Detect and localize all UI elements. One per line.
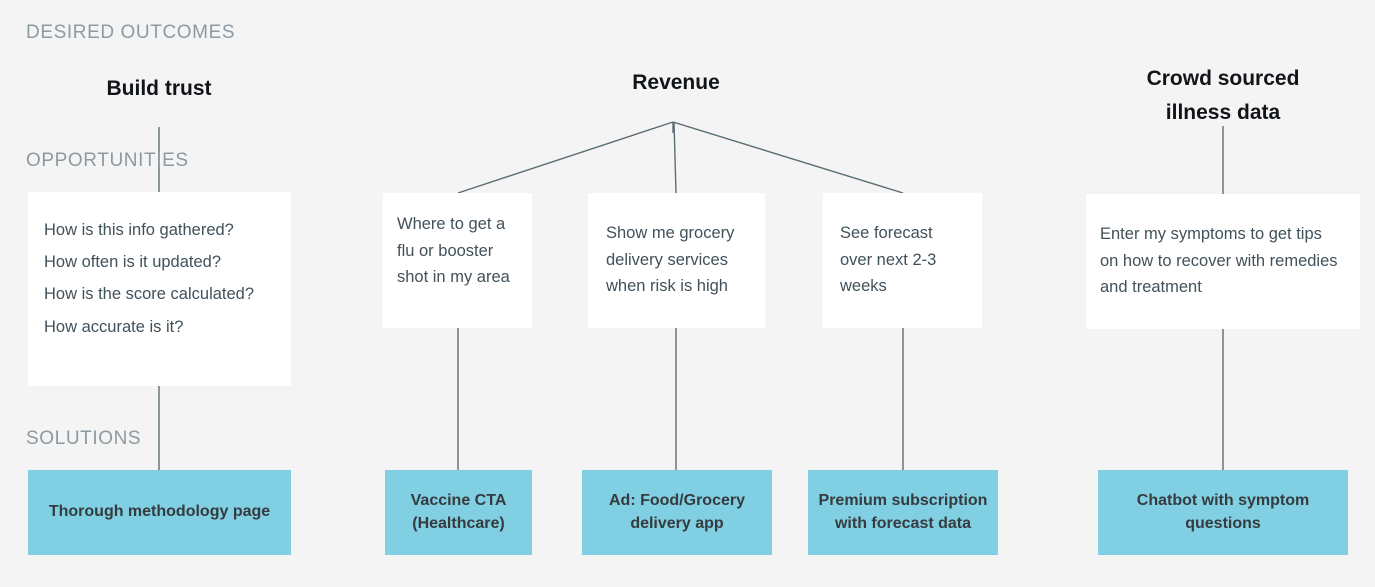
section-label-desired-outcomes: DESIRED OUTCOMES: [26, 22, 236, 43]
opportunity-question: How is this info gathered?: [44, 221, 234, 239]
outcome-title-revenue: Revenue: [632, 71, 720, 94]
outcome-title-crowd-sourced-illness-data: Crowd sourced illness data: [1146, 67, 1300, 124]
solution-box-methodology-page[interactable]: Thorough methodology page: [28, 470, 291, 555]
opportunity-card-forecast[interactable]: See forecast over next 2-3 weeks: [823, 193, 982, 328]
opportunity-card-vaccine-location[interactable]: Where to get a flu or booster shot in my…: [383, 193, 532, 328]
opportunity-question: How often is it updated?: [44, 253, 222, 272]
section-label-solutions: SOLUTIONS: [26, 428, 142, 449]
opportunity-card-build-trust[interactable]: How is this info gathered? How often is …: [28, 192, 291, 386]
connector-revenue-to-grocery: [673, 121, 677, 194]
opportunity-card-grocery-delivery[interactable]: Show me grocery delivery services when r…: [588, 193, 765, 328]
outcome-title-build-trust: Build trust: [106, 77, 212, 100]
connector-revenue-to-forecast: [672, 121, 904, 194]
opportunity-card-symptoms[interactable]: Enter my symptoms to get tips on how to …: [1086, 194, 1360, 329]
opportunity-question: How is the score calculated?: [44, 285, 255, 304]
solution-box-chatbot[interactable]: Chatbot with symptom questions: [1098, 470, 1348, 555]
connector-revenue-to-vaccine: [457, 121, 674, 194]
solution-box-premium-subscription[interactable]: Premium subscription with forecast data: [808, 470, 998, 555]
solution-box-ad-delivery-app[interactable]: Ad: Food/Grocery delivery app: [582, 470, 772, 555]
opportunity-question: How accurate is it?: [44, 317, 184, 336]
solution-box-vaccine-cta[interactable]: Vaccine CTA (Healthcare): [385, 470, 532, 555]
section-label-opportunities: OPPORTUNITIES: [26, 150, 189, 171]
